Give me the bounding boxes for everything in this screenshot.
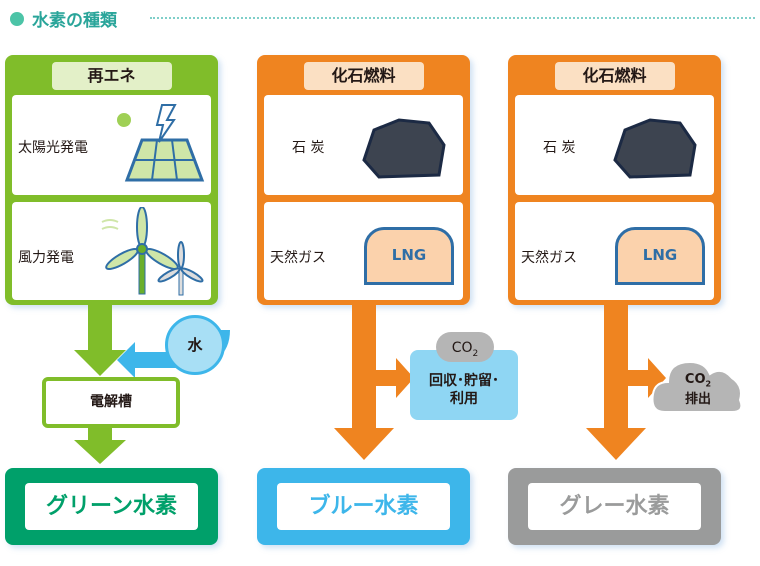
column-fossil-grey: 化石燃料 石 炭 天然ガス LNG (508, 55, 721, 305)
result-blue: ブルー水素 (257, 468, 470, 545)
coal-icon (613, 118, 697, 179)
result-label: ブルー水素 (277, 483, 450, 530)
green-arrow-2 (74, 428, 126, 464)
emission-cloud-icon (651, 360, 743, 413)
wind-cell: 風力発電 (12, 202, 211, 300)
co2-text: CO (451, 340, 473, 356)
result-grey: グレー水素 (508, 468, 721, 545)
coal-icon (362, 118, 446, 179)
section-title: 水素の種類 (10, 6, 117, 31)
coal-cell: 石 炭 (515, 95, 714, 195)
capture-text-1: 回収･貯留･ (429, 373, 499, 389)
emission-label: CO2 排出 (668, 372, 728, 407)
title-text: 水素の種類 (32, 11, 117, 31)
column-header: 再エネ (51, 62, 172, 90)
column-header: 化石燃料 (303, 62, 424, 90)
green-arrow-1 (74, 305, 126, 376)
co2-sub: 2 (705, 379, 712, 389)
orange-arrow-blue (334, 305, 414, 460)
lng-cell: 天然ガス LNG (264, 202, 463, 300)
column-header: 化石燃料 (554, 62, 675, 90)
capture-text-2: 利用 (450, 391, 478, 407)
column-renewable: 再エネ 太陽光発電 風力発電 (5, 55, 218, 305)
wind-turbine-icon (101, 207, 204, 296)
co2-sub: 2 (472, 348, 479, 359)
co2-cloud: CO2 (436, 332, 494, 362)
dotted-divider (150, 17, 755, 19)
wind-label: 風力発電 (18, 250, 74, 266)
emission-text: 排出 (684, 391, 711, 407)
water-drop: 水 (165, 315, 225, 375)
solar-panel-icon (117, 104, 205, 182)
bullet-icon (10, 11, 24, 26)
column-fossil-blue: 化石燃料 石 炭 天然ガス LNG (257, 55, 470, 305)
electrolyzer-box: 電解槽 (42, 377, 180, 428)
lng-label: 天然ガス (521, 250, 577, 266)
solar-cell: 太陽光発電 (12, 95, 211, 195)
lng-tank-icon: LNG (615, 227, 705, 285)
lng-cell: 天然ガス LNG (515, 202, 714, 300)
co2-text: CO (684, 372, 706, 387)
lng-label: 天然ガス (270, 250, 326, 266)
lng-tank-icon: LNG (364, 227, 454, 285)
capture-box: CO2 回収･貯留･ 利用 (410, 332, 518, 420)
coal-label: 石 炭 (292, 140, 325, 156)
result-label: グレー水素 (528, 483, 701, 530)
coal-label: 石 炭 (543, 140, 576, 156)
solar-label: 太陽光発電 (18, 140, 88, 156)
coal-cell: 石 炭 (264, 95, 463, 195)
orange-arrow-grey (586, 305, 666, 460)
result-label: グリーン水素 (25, 483, 198, 530)
result-green: グリーン水素 (5, 468, 218, 545)
